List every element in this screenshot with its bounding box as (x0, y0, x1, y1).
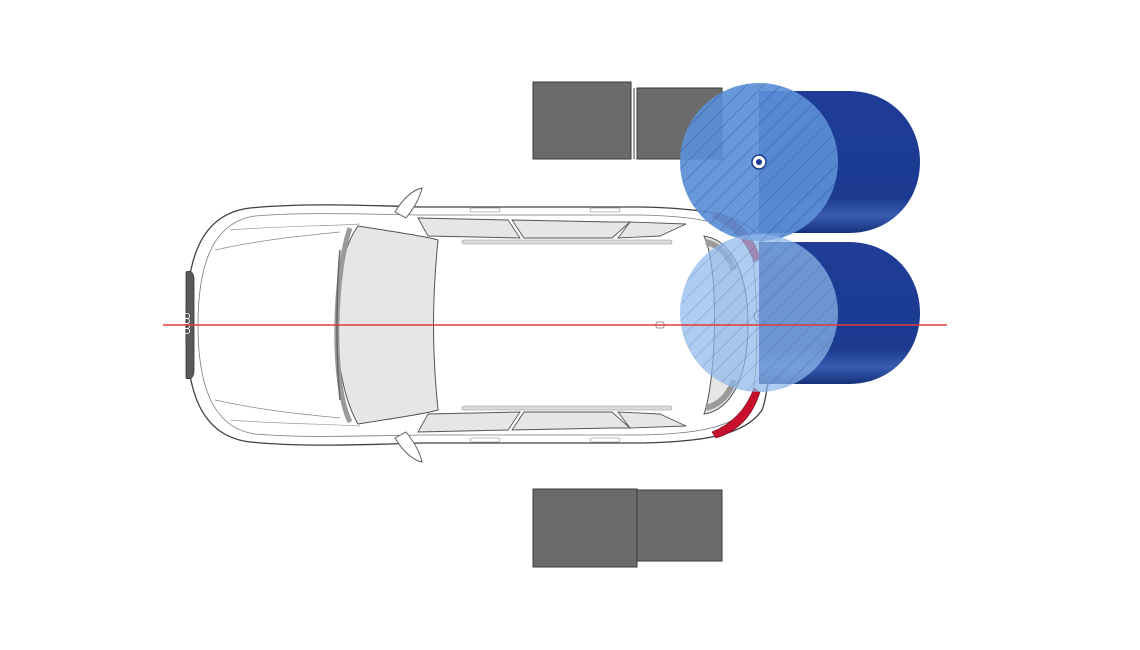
brand-logo (183, 312, 190, 334)
bottom-stand-right-block (636, 489, 723, 562)
top-stand (532, 81, 723, 160)
bottom-stand-left-block (532, 488, 638, 568)
bottom-stand (532, 488, 723, 568)
roof-rail-bottom (461, 405, 673, 411)
right-mirror (394, 431, 423, 463)
roof-rail-top (461, 239, 673, 245)
top-calibration-target (680, 83, 920, 241)
left-mirror (394, 187, 423, 219)
top-stand-left-block (532, 81, 632, 160)
bottom-calibration-target (680, 234, 920, 392)
